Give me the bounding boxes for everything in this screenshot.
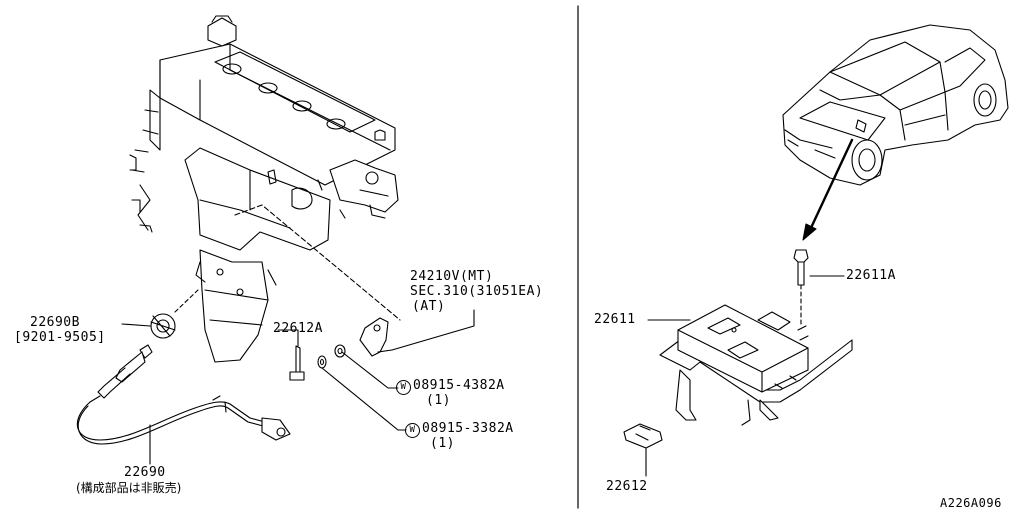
label-22690b-range: [9201-9505]: [14, 330, 106, 345]
oxygen-sensor-22690b-illustration: [121, 313, 176, 339]
engine-illustration: [129, 15, 399, 363]
leader-24210v: [391, 309, 475, 351]
label-washer-1-qty: (1): [426, 393, 451, 408]
washer-2-part-number: 08915-3382A: [422, 421, 514, 436]
leader-washer-1: [341, 351, 399, 389]
ecu-22611-illustration: [647, 249, 853, 426]
washer-1-part-number: 08915-4382A: [413, 378, 505, 393]
label-22612: 22612: [606, 479, 648, 494]
label-washer-2-qty: (1): [430, 436, 455, 451]
hatchback-car-illustration: [782, 24, 1009, 186]
engine-leader-dashed: [234, 204, 401, 321]
bolt-22612a-illustration: [289, 337, 305, 381]
label-24210v-line3: (AT): [412, 299, 446, 314]
connector-22612-illustration: [623, 423, 663, 477]
label-24210v-line2: SEC.310(31051EA): [410, 284, 544, 299]
label-22611a: 22611A: [846, 268, 896, 283]
label-22690-note: (構成部品は非販売): [76, 481, 182, 495]
sensor-leader-dashed: [174, 289, 199, 313]
washer-symbol-2: W: [405, 423, 420, 438]
label-24210v-line1: 24210V(MT): [410, 269, 494, 284]
label-22612a: 22612A: [273, 321, 323, 336]
drawing-code: A226A096: [940, 496, 1002, 510]
washer-illustrations: [317, 344, 346, 369]
label-22690: 22690: [124, 465, 166, 480]
washer-symbol-1: W: [396, 380, 411, 395]
oxygen-sensor-22690-illustration: [76, 344, 291, 465]
bracket-24210v-illustration: [359, 317, 393, 357]
label-22690b: 22690B: [30, 315, 80, 330]
label-22611: 22611: [594, 312, 636, 327]
location-arrow: [802, 138, 854, 241]
leader-22612a: [277, 329, 299, 339]
leader-washer-2: [321, 367, 407, 431]
